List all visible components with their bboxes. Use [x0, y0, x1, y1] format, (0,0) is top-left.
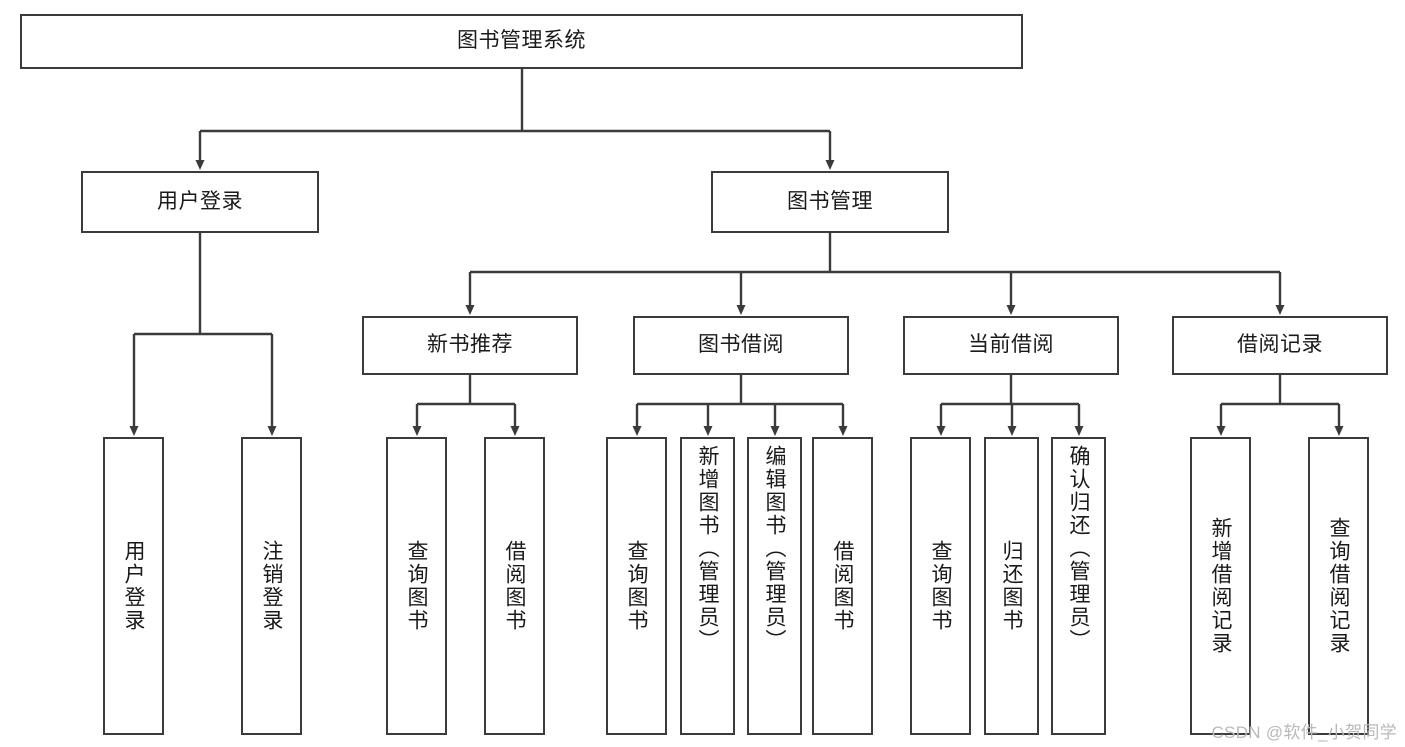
node-label: 新增图书（管理员）: [696, 445, 719, 652]
node-label: 新增借阅记录: [1209, 517, 1232, 655]
node-label: 图书管理系统: [457, 29, 586, 53]
node-label: 当前借阅: [968, 333, 1054, 357]
node-book-management-module[interactable]: 图书管理: [711, 171, 949, 233]
node-new-book-recommend[interactable]: 新书推荐: [362, 316, 578, 375]
node-label: 编辑图书（管理员）: [763, 445, 786, 652]
node-label: 新书推荐: [427, 333, 513, 357]
leaf-add-book-admin[interactable]: 新增图书（管理员）: [680, 437, 735, 735]
node-label: 图书管理: [787, 189, 873, 213]
node-root-图书管理系统[interactable]: 图书管理系统: [20, 14, 1023, 69]
node-label: 图书借阅: [698, 333, 784, 357]
leaf-query-book-current[interactable]: 查询图书: [910, 437, 971, 735]
node-label: 注销登录: [260, 540, 283, 632]
node-label: 用户登录: [122, 540, 145, 632]
leaf-borrow-book[interactable]: 借阅图书: [812, 437, 873, 735]
node-label: 确认归还（管理员）: [1067, 445, 1090, 652]
node-label: 借阅记录: [1237, 333, 1323, 357]
leaf-user-logout[interactable]: 注销登录: [241, 437, 302, 735]
node-label: 查询借阅记录: [1327, 517, 1350, 655]
leaf-confirm-return-admin[interactable]: 确认归还（管理员）: [1051, 437, 1106, 735]
watermark-text: CSDN @软件_小贺同学: [1211, 723, 1397, 742]
leaf-return-book[interactable]: 归还图书: [984, 437, 1039, 735]
node-user-login-module[interactable]: 用户登录: [81, 171, 319, 233]
node-current-borrow[interactable]: 当前借阅: [903, 316, 1119, 375]
node-book-borrow[interactable]: 图书借阅: [633, 316, 849, 375]
leaf-user-login[interactable]: 用户登录: [103, 437, 164, 735]
leaf-query-book-borrow[interactable]: 查询图书: [606, 437, 667, 735]
node-label: 用户登录: [157, 189, 243, 213]
leaf-query-borrow-record[interactable]: 查询借阅记录: [1308, 437, 1369, 735]
leaf-borrow-book-recommend[interactable]: 借阅图书: [484, 437, 545, 735]
node-label: 归还图书: [1000, 540, 1023, 632]
leaf-query-book-recommend[interactable]: 查询图书: [386, 437, 447, 735]
node-label: 查询图书: [625, 540, 648, 632]
leaf-edit-book-admin[interactable]: 编辑图书（管理员）: [747, 437, 802, 735]
node-borrow-records[interactable]: 借阅记录: [1172, 316, 1388, 375]
node-label: 借阅图书: [831, 540, 854, 632]
node-label: 借阅图书: [503, 540, 526, 632]
node-label: 查询图书: [929, 540, 952, 632]
node-label: 查询图书: [405, 540, 428, 632]
leaf-add-borrow-record[interactable]: 新增借阅记录: [1190, 437, 1251, 735]
